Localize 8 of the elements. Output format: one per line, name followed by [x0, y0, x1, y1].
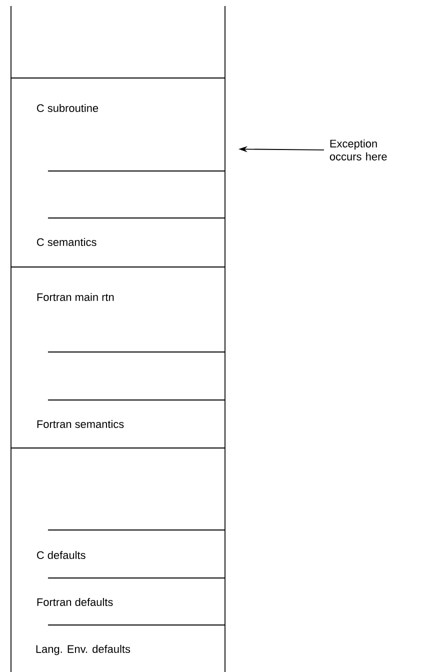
stack-slot: Fortran semantics: [37, 400, 226, 428]
stack-slot: Fortran defaults: [37, 598, 226, 626]
stack-slot: C defaults: [37, 530, 226, 578]
stack-slot: C semantics: [37, 218, 226, 246]
annotation-text: Exception occurs here: [330, 139, 387, 160]
stack-frame: [10, 6, 226, 78]
stack-frame: [10, 448, 226, 672]
stack-slot: Lang. Env. defaults: [36, 644, 130, 656]
